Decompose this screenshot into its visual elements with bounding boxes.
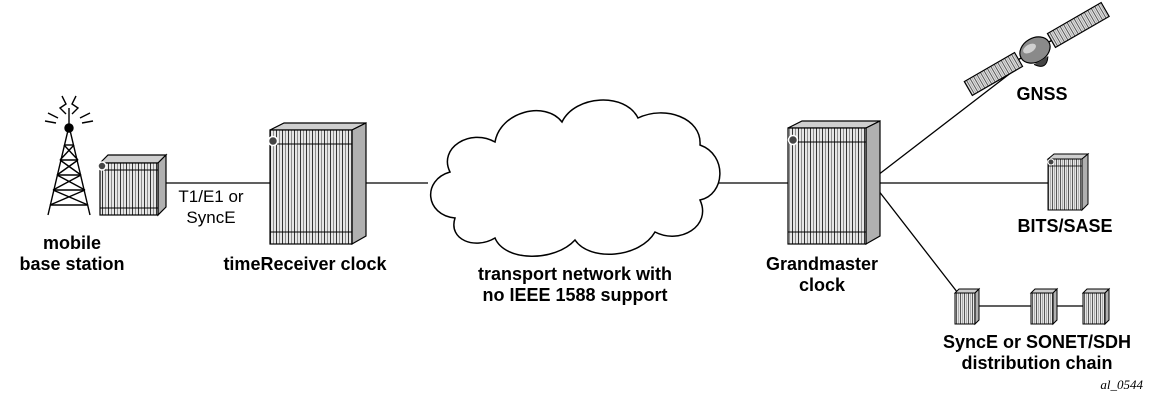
base-station-label: base station <box>19 254 124 274</box>
grandmaster-rack-icon <box>787 120 881 246</box>
sync-chain-label-line2: distribution chain <box>962 353 1113 373</box>
mobile-label: mobile <box>43 233 101 253</box>
cell-tower-icon <box>44 95 94 216</box>
bits-sase-label: BITS/SASE <box>1017 216 1112 236</box>
grandmaster-label-line1: Grandmaster <box>766 254 878 274</box>
figure-code-label: al_0544 <box>1100 377 1143 392</box>
link-type-label-line1: T1/E1 or <box>178 187 244 206</box>
base-station-rack-icon <box>97 153 168 217</box>
time-receiver-rack-icon <box>267 122 367 246</box>
link-type-label-line2: SyncE <box>186 208 235 227</box>
time-receiver-label: timeReceiver clock <box>223 254 387 274</box>
satellite-icon <box>963 1 1110 97</box>
gnss-label: GNSS <box>1016 84 1067 104</box>
chain-rack-icon <box>953 287 981 326</box>
bits-sase-rack-icon <box>1046 152 1090 212</box>
sync-chain-label-line1: SyncE or SONET/SDH <box>943 332 1131 352</box>
transport-network-label-line1: transport network with <box>478 264 672 284</box>
chain-rack-icon <box>1029 287 1059 326</box>
link-line-gnss <box>877 71 1013 176</box>
chain-rack-icon <box>1081 287 1111 326</box>
transport-network-label-line2: no IEEE 1588 support <box>482 285 667 305</box>
grandmaster-label-line2: clock <box>799 275 846 295</box>
network-cloud-icon <box>430 99 721 257</box>
